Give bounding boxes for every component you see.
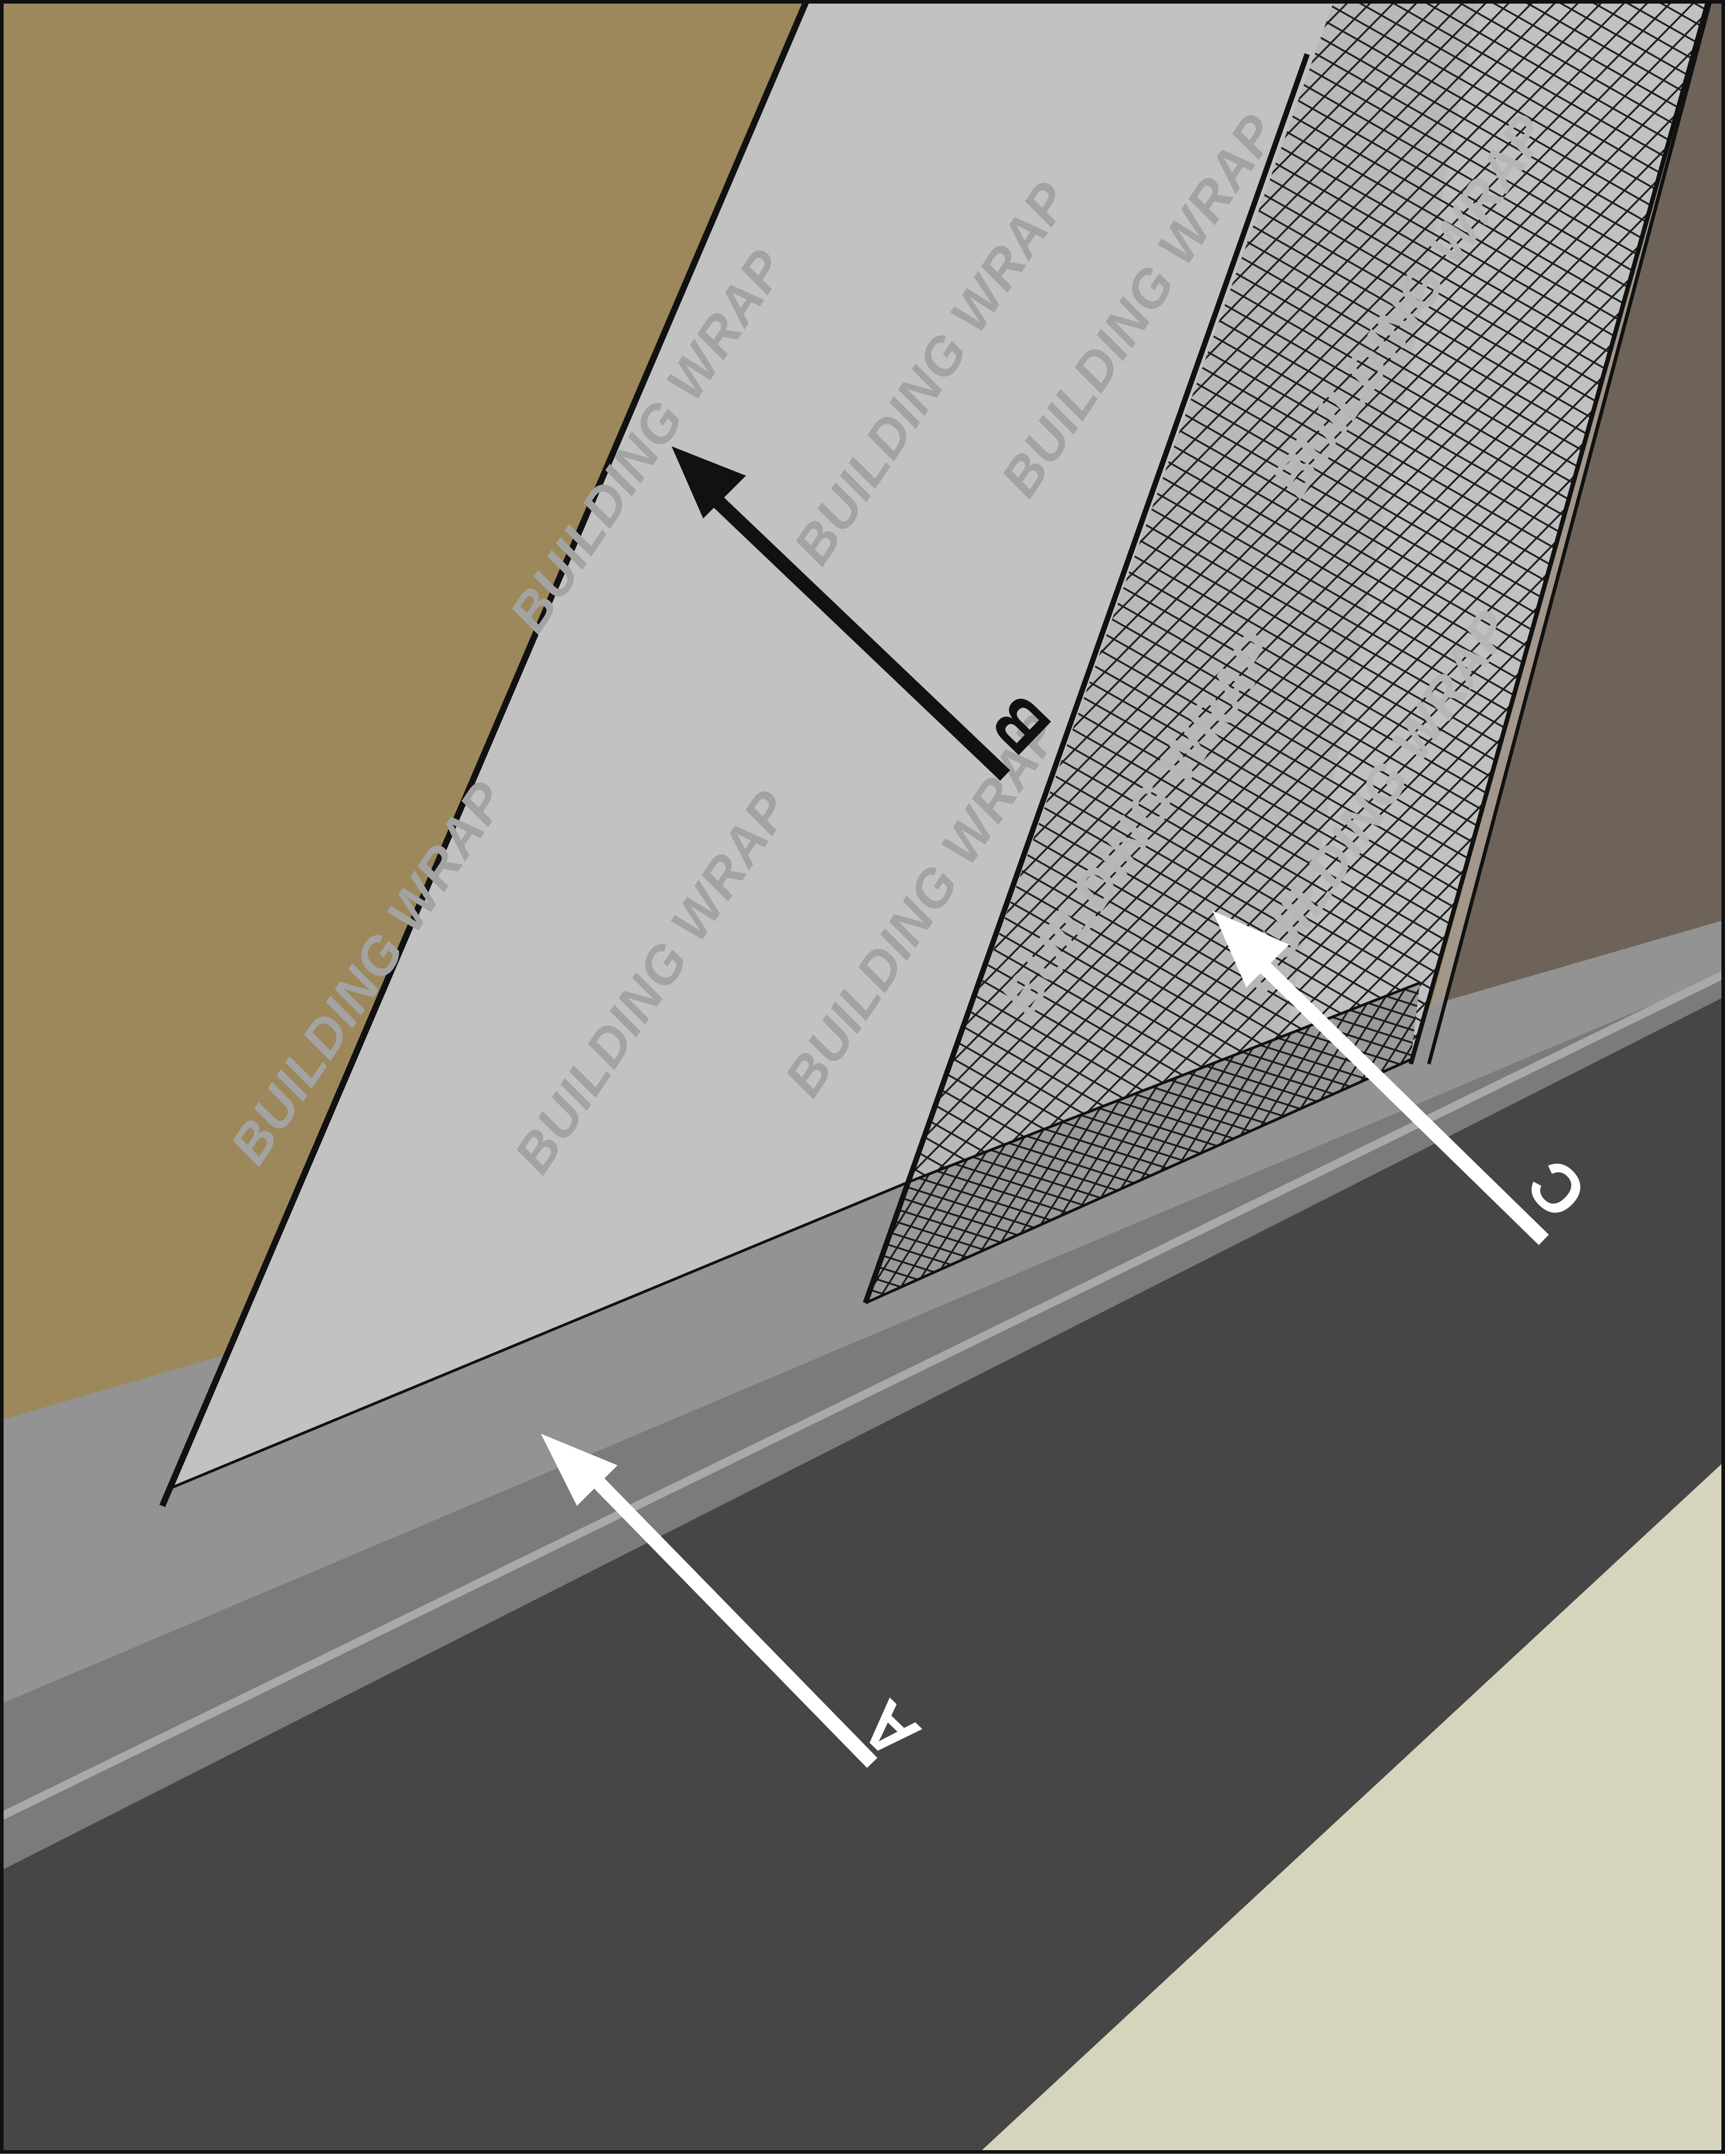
ground bbox=[981, 1463, 1722, 2151]
arrow-b-shaft bbox=[711, 495, 1011, 781]
wrap-left-edge bbox=[159, 3, 810, 1507]
wall-sheathing-right bbox=[1429, 3, 1722, 1064]
arrow-a-head bbox=[541, 1434, 618, 1506]
arrow-b-head bbox=[672, 446, 746, 518]
wrap-bottom-edge bbox=[170, 1180, 911, 1489]
flashing-highlight bbox=[3, 970, 1722, 1821]
arrow-a-shaft bbox=[581, 1464, 878, 1768]
mesh-flap-bottom bbox=[865, 1058, 1412, 1304]
wall-edge-strip bbox=[1415, 3, 1710, 1064]
flashing-top-face bbox=[3, 920, 1722, 1703]
flashing-bottom-face bbox=[3, 975, 1722, 1870]
mesh-flap-edge bbox=[910, 982, 1421, 1183]
arrow-c-shaft bbox=[1252, 955, 1549, 1245]
mesh-left-edge bbox=[863, 53, 1310, 1304]
wall-edge-line bbox=[1427, 3, 1712, 1065]
building-wrap-sheet bbox=[171, 3, 1333, 1488]
mesh-right-edge bbox=[1409, 3, 1710, 1065]
arrow-c-head bbox=[1213, 911, 1289, 987]
mesh-bottom-flap-pattern bbox=[865, 983, 1420, 1303]
lath-mesh-panel bbox=[911, 3, 1710, 1181]
